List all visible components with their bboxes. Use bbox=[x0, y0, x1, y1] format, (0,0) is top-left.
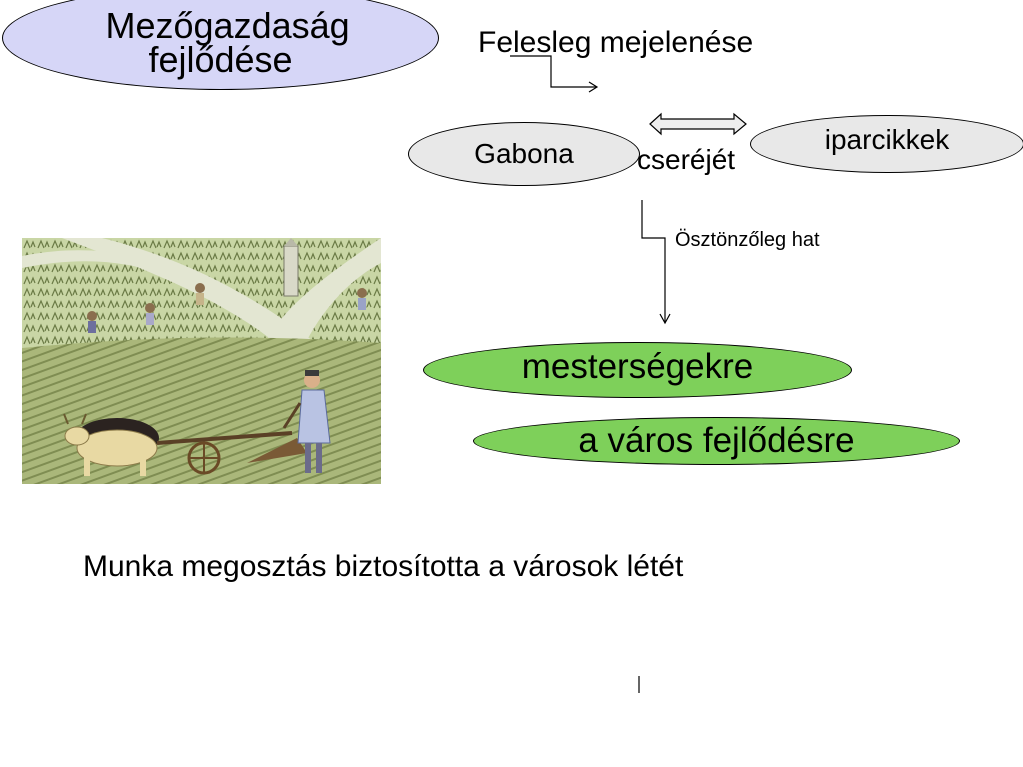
stimulate-arrow-head bbox=[659, 313, 671, 325]
industrial-goods-label: iparcikkek bbox=[824, 124, 950, 155]
surplus-arrow-head bbox=[588, 81, 599, 93]
city-development-label: a város fejlődésre bbox=[578, 421, 855, 460]
industrial-goods-oval: iparcikkek bbox=[750, 115, 1023, 173]
division-of-labor-text: Munka megosztás biztosította a városok l… bbox=[83, 550, 684, 583]
city-development-oval: a város fejlődésre bbox=[473, 417, 960, 465]
grain-oval: Gabona bbox=[408, 122, 640, 186]
exchange-label: cseréjét bbox=[637, 144, 736, 175]
medieval-ploughing-scene-picture bbox=[22, 238, 381, 484]
title-oval: Mezőgazdaság fejlődése bbox=[2, 0, 439, 90]
stimulate-elbow-arrow bbox=[641, 200, 666, 322]
page-title: Mezőgazdaság fejlődése bbox=[105, 5, 350, 80]
grain-label: Gabona bbox=[474, 138, 574, 169]
stimulates-label: Ösztönzőleg hat bbox=[675, 229, 820, 251]
crafts-oval: mesterségekre bbox=[423, 342, 852, 398]
crafts-label: mesterségekre bbox=[521, 347, 754, 386]
exchange-double-arrow bbox=[649, 112, 747, 136]
surplus-label: Felesleg mejelenése bbox=[478, 26, 754, 59]
surplus-elbow-arrow bbox=[510, 55, 596, 88]
